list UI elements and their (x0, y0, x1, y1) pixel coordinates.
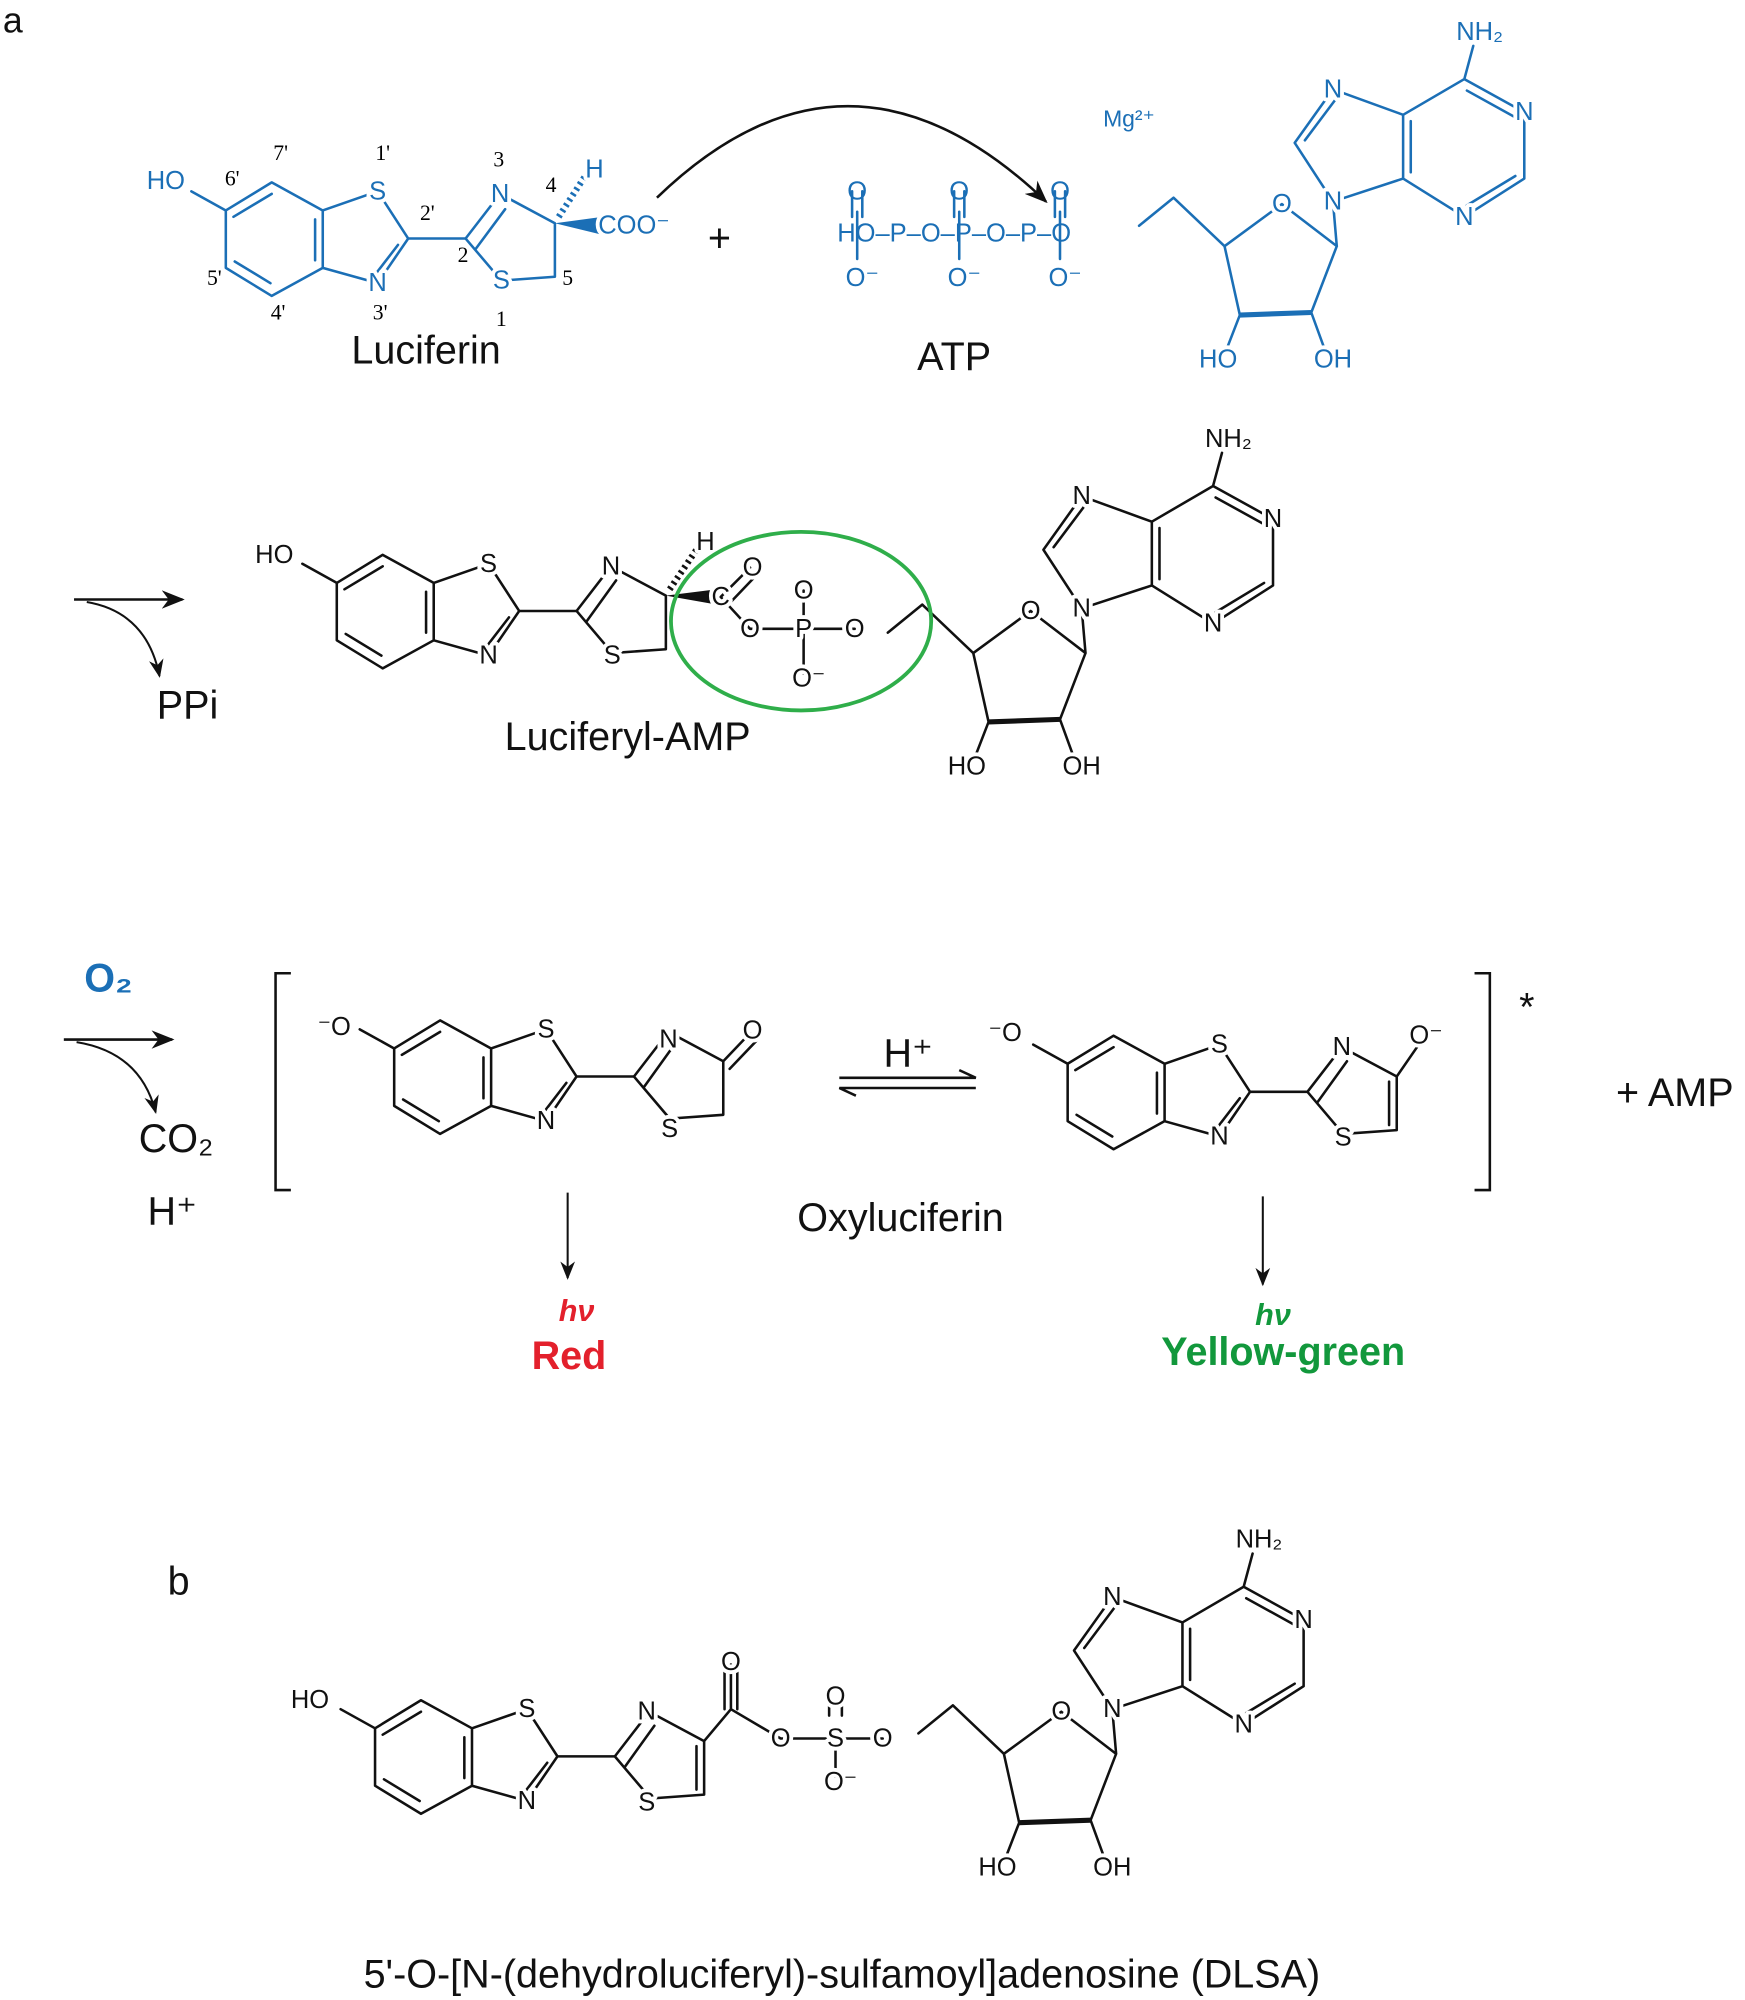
luciferin-label: Luciferin (351, 329, 500, 373)
atom-label: 4' (271, 301, 286, 325)
panel-label-b: b (168, 1560, 190, 1604)
red-emission-label: Red (532, 1334, 607, 1378)
green-emission-label: Yellow-green (1161, 1330, 1405, 1374)
atom-label: HO (255, 541, 293, 569)
nucleophilic-attack-arrow (656, 105, 1048, 204)
atom-label: O (949, 177, 969, 205)
atom-label: 5 (562, 266, 573, 290)
atom-label: S (1335, 1124, 1352, 1152)
atom-label: O (794, 577, 814, 605)
atom-label: S (604, 642, 621, 670)
atom-label: O (743, 1017, 763, 1045)
atom-label: 5' (207, 266, 222, 290)
atom-label: 3' (373, 301, 388, 325)
atom-label: O (1050, 177, 1070, 205)
equilibrium-arrows: H⁺ (838, 1032, 977, 1097)
atom-label: O (847, 177, 867, 205)
amino-group: NH₂ (1456, 18, 1503, 46)
atom-label: ⁻O (318, 1013, 351, 1041)
atom-label: 1' (375, 141, 390, 165)
reaction-arrow-2: O₂ CO₂ H⁺ (63, 956, 214, 1234)
reaction-arrow-1: PPi (74, 590, 219, 727)
plus-sign: + (708, 217, 731, 261)
atom-label: O (845, 615, 865, 643)
atom-label: N (659, 1026, 677, 1054)
keto-oxyluciferin: ⁻O N S O (314, 1009, 767, 1147)
atom-label: H (696, 528, 714, 556)
atom-label: 4 (546, 173, 557, 197)
atom-label: O (743, 554, 763, 582)
amp-byproduct: + AMP (1616, 1071, 1734, 1115)
atom-label: O⁻ (792, 665, 825, 693)
atom-label: HO (291, 1686, 329, 1714)
luciferin-numbering: 7' 1' 6' 3 4 2' 2 5 5' 4' 3' 1 (207, 141, 573, 331)
atom-label: C (712, 583, 730, 611)
atom-label: O⁻ (846, 264, 879, 292)
atom-label: O (740, 615, 760, 643)
dlsa-caption: 5'-O-[N-(dehydroluciferyl)-sulfamoyl]ade… (364, 1952, 1321, 1996)
luciferyl-amp-label: Luciferyl-AMP (505, 715, 751, 759)
atom-label: H⁺ (884, 1032, 933, 1076)
atom-label: N (1333, 1033, 1351, 1061)
hydrogen-atom: H (585, 156, 603, 184)
atom-label: 6' (225, 167, 240, 191)
atom-label: O (873, 1725, 893, 1753)
atom-label: P (795, 615, 812, 643)
proton-label: H⁺ (148, 1190, 197, 1234)
enol-oxyluciferin: ⁻O N S O⁻ (985, 1015, 1447, 1155)
green-photon-symbol: hν (1255, 1298, 1291, 1332)
s1-atom: S (493, 267, 510, 295)
atom-label: 2' (420, 201, 435, 225)
atom-label: S (638, 1788, 655, 1816)
n3-atom: N (491, 180, 509, 208)
atom-label: N (602, 552, 620, 580)
atom-label: O⁻ (1048, 264, 1081, 292)
atom-label: S (827, 1725, 844, 1753)
phosphate-chain: HO–P–O–P–O–P–O (837, 219, 1071, 247)
luciferin-structure: HO N S H COO⁻ (143, 152, 674, 298)
atom-label: O (771, 1725, 791, 1753)
atom-label: O⁻ (948, 264, 981, 292)
atom-label: O (826, 1682, 846, 1710)
dlsa-structure: HO N S O O S O O⁻ O NH₂ (287, 1522, 1313, 1882)
atp-structure: HO–P–O–P–O–P–O O O O O⁻ O⁻ O⁻ Mg²⁺ NH₂ (837, 14, 1533, 374)
atom-label: 3 (493, 147, 504, 171)
carboxylate: COO⁻ (598, 212, 670, 240)
atom-label: O⁻ (1409, 1022, 1442, 1050)
oxygen-label: O₂ (84, 956, 132, 1000)
ppi-label: PPi (157, 683, 219, 727)
magnesium-ion: Mg²⁺ (1103, 106, 1155, 132)
amino-group: NH₂ (1205, 425, 1252, 453)
highlight-ellipse (669, 529, 934, 713)
amino-group: NH₂ (1236, 1526, 1283, 1554)
excited-state-brackets (274, 971, 1492, 1192)
panel-label-a: a (3, 0, 23, 40)
atom-label: ⁻O (989, 1019, 1022, 1047)
oxyluciferin-label: Oxyluciferin (797, 1196, 1004, 1240)
co2-label: CO₂ (139, 1117, 214, 1161)
red-photon-symbol: hν (559, 1294, 595, 1328)
atom-label: N (638, 1698, 656, 1726)
atom-label: 1 (496, 307, 507, 331)
luciferyl-amp-structure: HO N S H C O O P O O⁻ O NH₂ (251, 421, 1282, 781)
atom-label: S (661, 1115, 678, 1143)
atom-label: O⁻ (824, 1768, 857, 1796)
hydroxyl: HO (147, 167, 185, 195)
atp-label: ATP (917, 335, 991, 379)
atom-label: 7' (273, 141, 288, 165)
atom-label: 2 (458, 243, 469, 267)
excited-state-mark: * (1519, 986, 1534, 1030)
atom-label: O (721, 1648, 741, 1676)
